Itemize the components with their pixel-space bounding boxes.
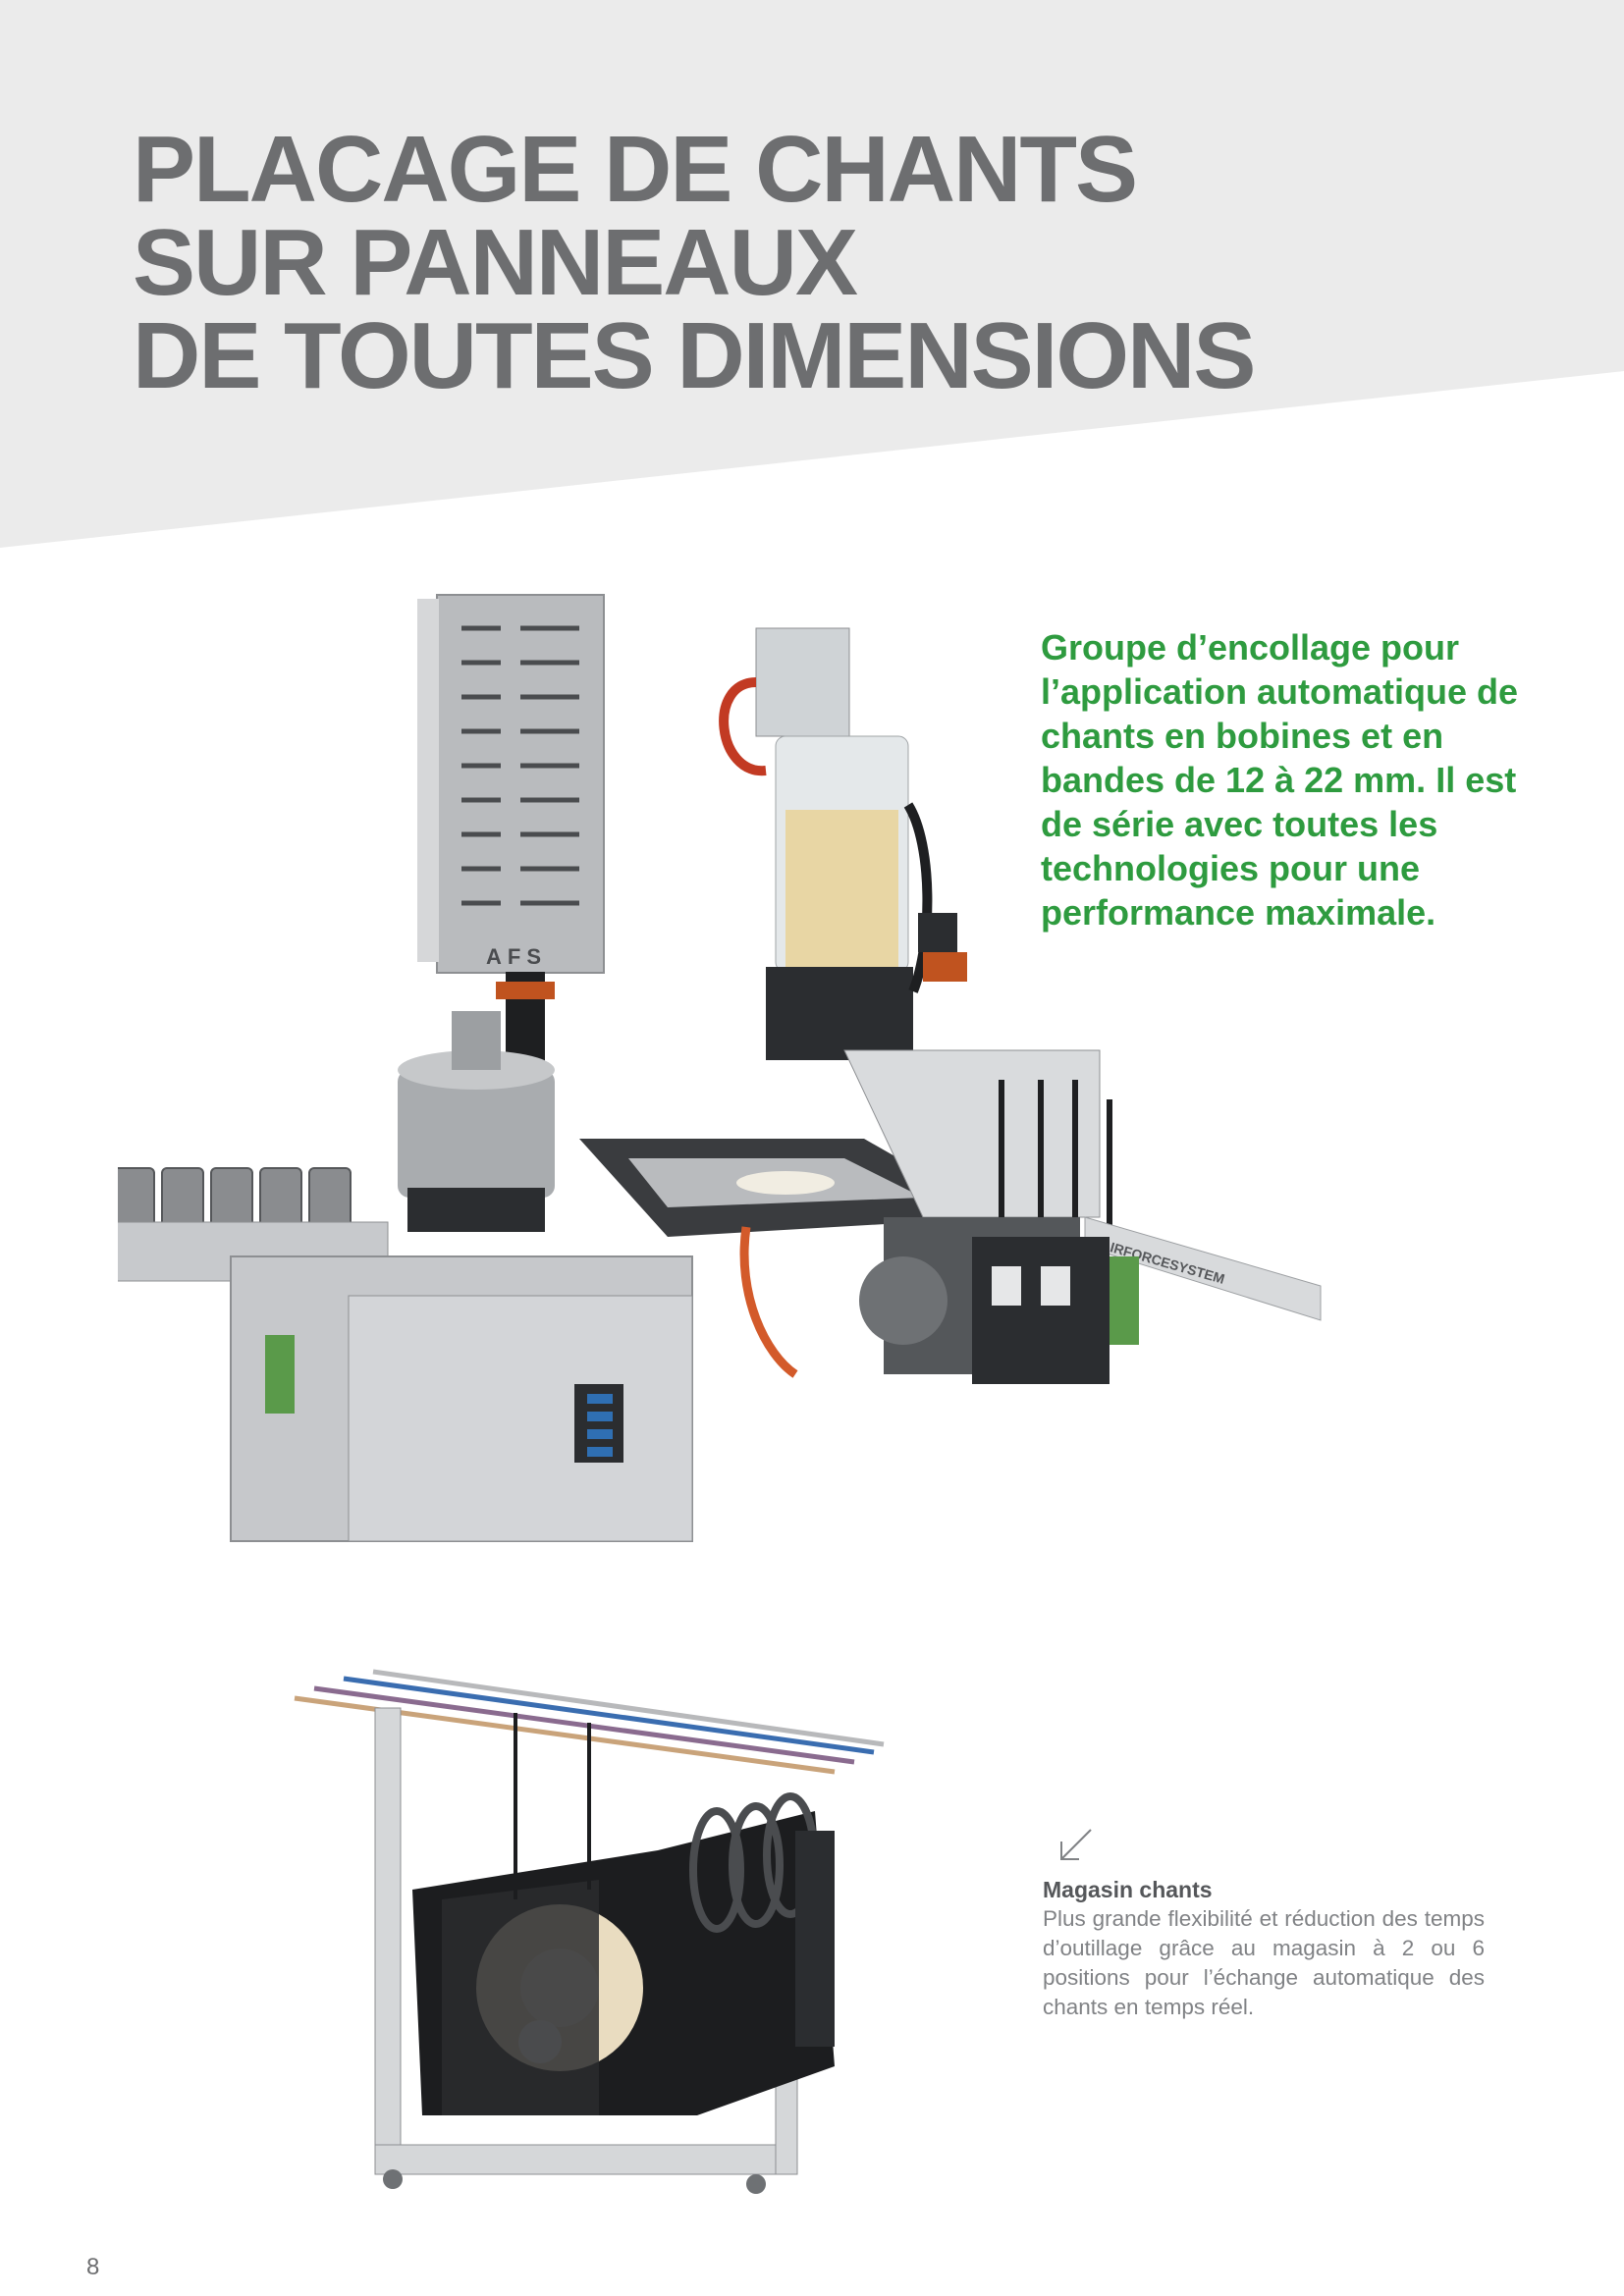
gluing-unit-photo: AFS AIRFORCESYSTEM [118, 594, 1322, 1542]
edge-magazine-photo [294, 1669, 885, 2194]
title-line-2: SUR PANNEAUX [133, 210, 858, 315]
magasin-caption: Magasin chants Plus grande flexibilité e… [1043, 1875, 1485, 2022]
header-band [0, 0, 1624, 548]
afs-label: AFS [486, 944, 547, 969]
title-line-3: DE TOUTES DIMENSIONS [133, 303, 1256, 408]
page-title: PLACAGE DE CHANTS SUR PANNEAUX DE TOUTES… [133, 117, 1256, 408]
page-number: 8 [86, 2254, 100, 2280]
arrow-down-left-icon [1060, 1829, 1092, 1860]
gluing-unit-caption: Groupe d’encollage pour l’application au… [1041, 627, 1519, 933]
magasin-title: Magasin chants [1043, 1877, 1213, 1902]
magasin-description: Plus grande flexibilité et réduction des… [1043, 1906, 1485, 2019]
title-line-1: PLACAGE DE CHANTS [133, 117, 1138, 222]
